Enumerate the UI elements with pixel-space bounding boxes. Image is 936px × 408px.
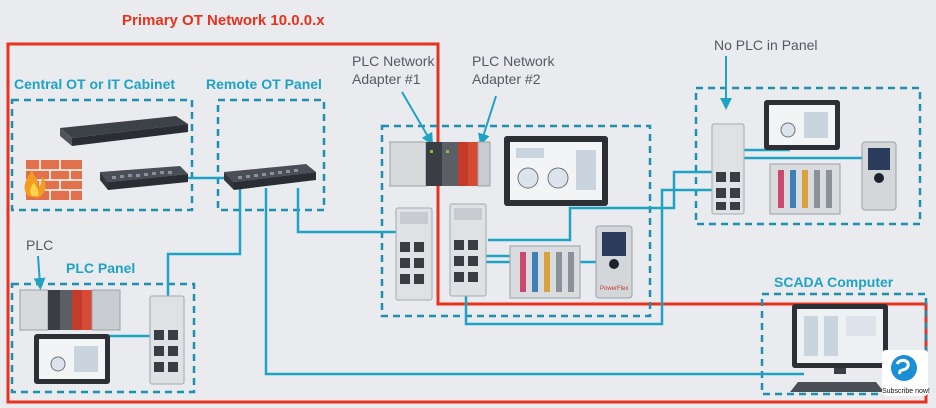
plc-label: PLC xyxy=(26,237,54,253)
plc-rack-panel-icon xyxy=(19,289,121,331)
arrow-plc xyxy=(33,255,46,290)
plc-adapter-2-label-line2: Adapter #2 xyxy=(472,71,541,87)
ethernet-remote-to-plcpanel xyxy=(166,188,242,298)
core-network-switch-icon xyxy=(100,166,188,190)
subscribe-text[interactable]: Subscribe now! xyxy=(882,388,930,395)
industrial-switch-nopanel-icon xyxy=(711,123,745,215)
no-plc-label: No PLC in Panel xyxy=(714,37,818,53)
scada-label: SCADA Computer xyxy=(774,274,894,290)
vfd-drive-main-icon: PowerFlex xyxy=(595,225,633,299)
plc-adapters-panel-box xyxy=(380,124,652,318)
industrial-switch-plc-icon xyxy=(149,295,185,385)
ethernet-remote-to-scada xyxy=(264,188,804,376)
io-module-nopanel-icon xyxy=(769,163,841,215)
ethernet-adapter2-to-scada xyxy=(464,188,712,326)
remote-network-switch-icon xyxy=(224,164,316,190)
no-plc-panel-box xyxy=(694,86,922,226)
primary-network-label: Primary OT Network 10.0.0.x xyxy=(122,12,325,29)
remote-panel-label: Remote OT Panel xyxy=(206,76,322,92)
ethernet-remote-to-adapter1 xyxy=(296,188,402,234)
plc-adapter-1-label-line2: Adapter #1 xyxy=(352,71,421,87)
firewall-icon xyxy=(24,160,82,200)
plc-panel-box xyxy=(10,282,196,394)
plc-adapter-1-label-line1: PLC Network xyxy=(352,53,435,69)
central-cabinet-label: Central OT or IT Cabinet xyxy=(14,76,176,92)
hmi-panel-main-icon xyxy=(504,136,608,206)
io-module-main-icon xyxy=(509,245,581,299)
industrial-switch-adapter-1-icon xyxy=(395,207,433,301)
hmi-panel-nopanel-icon xyxy=(764,100,840,150)
hmi-panel-plc-icon xyxy=(34,334,110,384)
svg-text:PowerFlex: PowerFlex xyxy=(600,286,628,292)
arrow-adapter-2 xyxy=(478,95,497,146)
server-icon xyxy=(60,116,188,146)
industrial-switch-adapter-2-icon xyxy=(449,203,487,297)
plc-adapter-2-label-line1: PLC Network xyxy=(472,53,555,69)
subscribe-logo-icon xyxy=(882,350,928,396)
plc-panel-label: PLC Panel xyxy=(66,260,136,276)
plc-rack-icon xyxy=(389,141,491,187)
ethernet-adapter2-to-nopanel xyxy=(488,170,712,242)
arrow-adapter-1 xyxy=(401,91,434,146)
remote-panel-box xyxy=(216,98,326,212)
scada-computer-icon xyxy=(790,304,888,392)
vfd-drive-nopanel-icon xyxy=(861,141,897,211)
central-cabinet-box xyxy=(10,98,194,212)
